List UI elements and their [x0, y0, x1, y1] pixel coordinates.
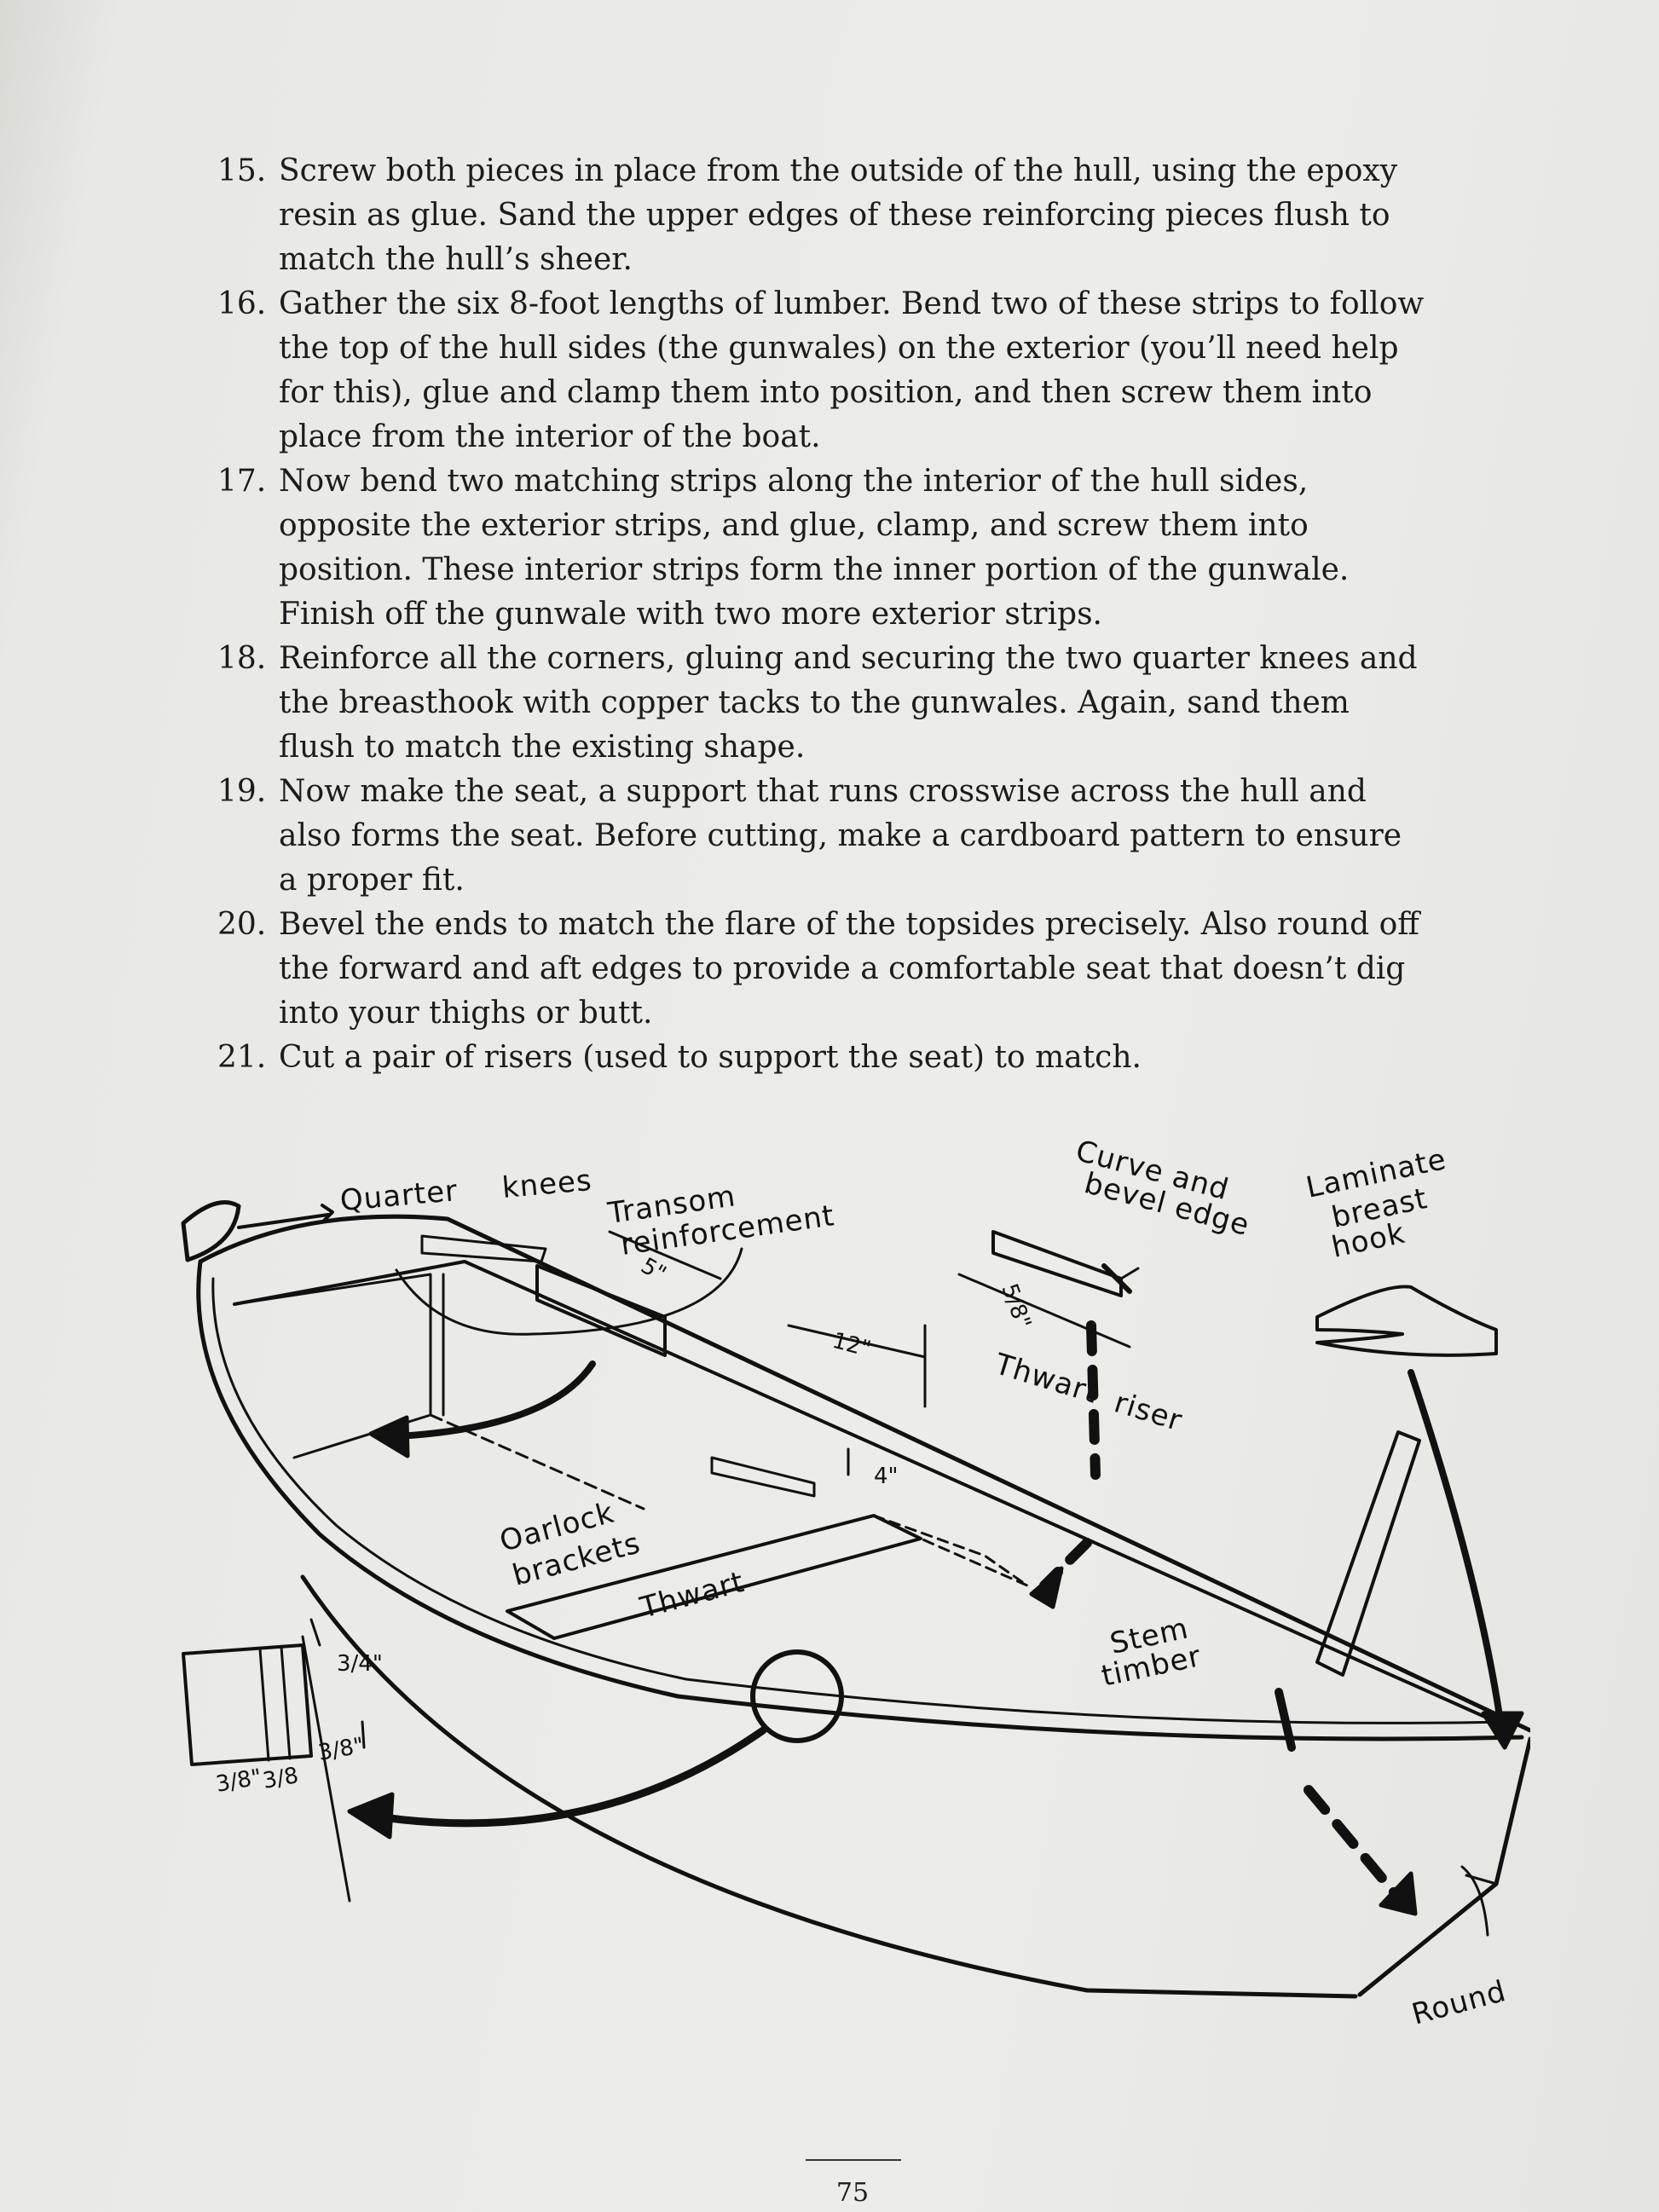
step-number: 20.: [217, 907, 267, 942]
step-item: 19. Now make the seat, a support that run…: [217, 770, 1428, 903]
step-number: 16.: [217, 286, 267, 321]
hull-inner-line: [211, 1277, 1511, 1724]
dim-3-8-b: 3/8: [261, 1763, 300, 1794]
step-text: Reinforce all the corners, gluing and se…: [279, 641, 1418, 765]
step-number: 21.: [217, 1040, 267, 1075]
step-item: 15. Screw both pieces in place from the o…: [217, 149, 1428, 282]
label-round: Round: [1408, 1974, 1510, 2032]
stem-arrow: [1304, 1785, 1399, 1897]
gunwale-inner: [233, 1260, 1498, 1724]
detail-circle: [750, 1649, 844, 1743]
step-item: 21. Cut a pair of risers (used to support…: [217, 1036, 1428, 1080]
boat-illustration: Quarter knees Transom reinforcement Curv…: [181, 1134, 1530, 2032]
dim-5-8-inch: 5/8": [996, 1280, 1036, 1332]
oarlock-bracket-piece: [535, 1264, 667, 1357]
thwart: [506, 1514, 922, 1640]
stem-bow: [1357, 1736, 1530, 1997]
dim-4-inch: 4": [874, 1464, 899, 1489]
riser-arrow: [1086, 1320, 1101, 1480]
transom-reinforcement-bar: [420, 1234, 547, 1263]
step-text: Now bend two matching strips along the i…: [279, 464, 1350, 632]
step-number: 15.: [217, 153, 267, 188]
diagram-labels: Quarter knees Transom reinforcement Curv…: [214, 1134, 1510, 2032]
footer-rule: [806, 2159, 901, 2161]
step-number: 18.: [217, 641, 267, 676]
page-number: 75: [835, 2178, 870, 2208]
instruction-list: 15. Screw both pieces in place from the o…: [217, 149, 1428, 1080]
gunwale-section: [182, 1643, 313, 1766]
hull-sheer-side: [196, 1259, 1524, 1741]
boat-diagram: Quarter knees Transom reinforcement Curv…: [166, 1134, 1530, 2037]
step-item: 20. Bevel the ends to match the flare of …: [217, 903, 1428, 1036]
step-item: 16. Gather the six 8-foot lengths of lumb…: [217, 282, 1428, 459]
hull-sheer-top: [198, 1214, 1530, 1733]
quarter-knee-piece: [181, 1200, 241, 1262]
transom: [233, 1273, 432, 1459]
dim-3-8-c: 3/8": [316, 1733, 366, 1766]
breasthook-piece: [1315, 1285, 1498, 1357]
label-riser: riser: [1110, 1385, 1186, 1438]
label-knees: knees: [500, 1164, 593, 1205]
step-number: 19.: [217, 774, 267, 809]
dim-3-8-a: 3/8": [214, 1764, 263, 1798]
dim-12-inch: 12": [830, 1328, 873, 1363]
step-text: Cut a pair of risers (used to support th…: [279, 1040, 1142, 1075]
step-text: Gather the six 8-foot lengths of lumber.…: [279, 286, 1425, 454]
step-number: 17.: [217, 464, 267, 499]
stem-timber-piece: [1315, 1430, 1421, 1677]
detail-arrow: [367, 1726, 767, 1828]
bevel-edge-piece: [991, 1230, 1123, 1297]
step-text: Now make the seat, a support that runs c…: [279, 774, 1402, 898]
step-item: 17. Now bend two matching strips along th…: [217, 459, 1428, 637]
step-item: 18. Reinforce all the corners, gluing and…: [217, 637, 1428, 770]
breasthook-arrow: [1408, 1369, 1504, 1725]
hull-bottom: [300, 1574, 1358, 1999]
step-text: Screw both pieces in place from the outs…: [279, 153, 1398, 277]
label-thwart-riser: Thwart: [990, 1347, 1102, 1411]
step-text: Bevel the ends to match the flare of the…: [279, 907, 1419, 1031]
oarlock-arrow: [393, 1360, 596, 1440]
dim-3-4-inch: 3/4": [337, 1651, 383, 1677]
label-quarter: Quarter: [338, 1174, 459, 1218]
